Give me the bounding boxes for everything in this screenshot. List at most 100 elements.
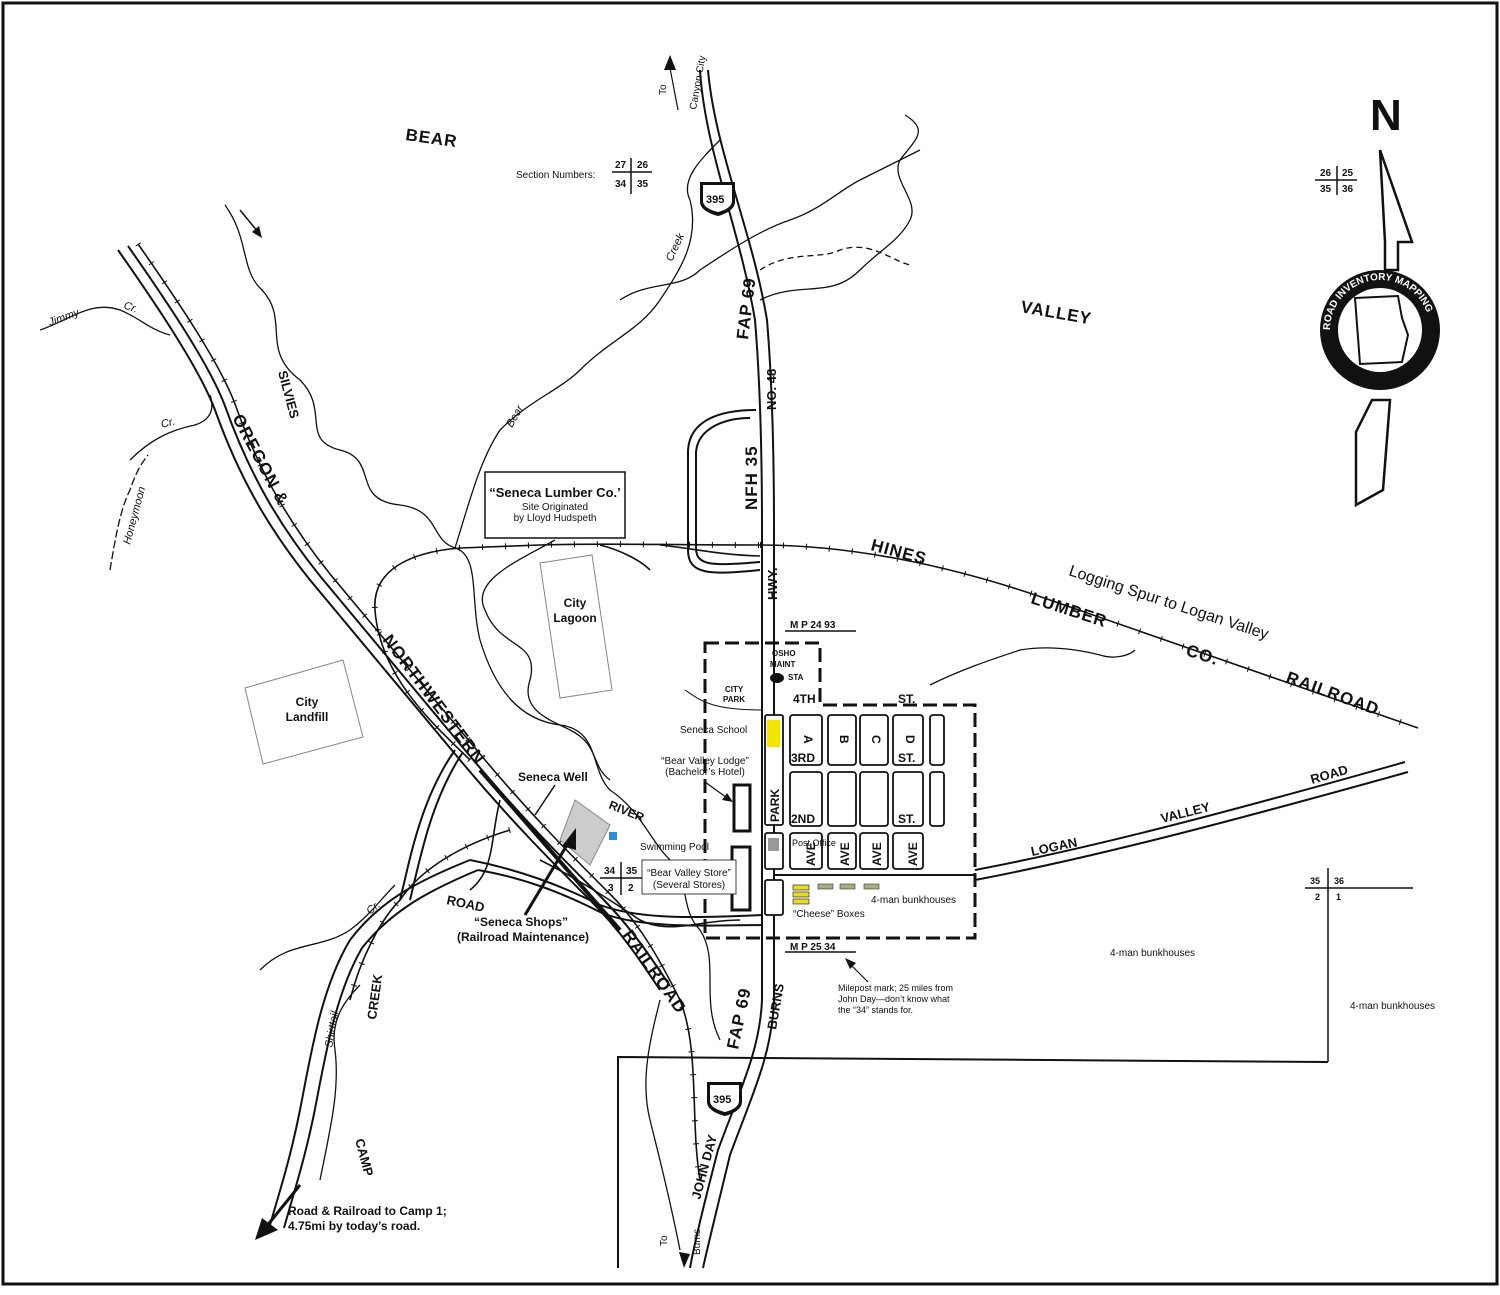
- camp-note-1: Road & Railroad to Camp 1;: [288, 1204, 447, 1218]
- section-b-1: 1: [1336, 892, 1341, 902]
- railroad-e-label: RAILROAD: [1284, 668, 1382, 719]
- block-b1: [827, 714, 857, 766]
- no-48-label: NO. 48: [764, 369, 779, 410]
- east-creek: [929, 647, 1136, 686]
- shield-bottom-number: 395: [713, 1094, 731, 1106]
- bunkhouse: [839, 883, 856, 890]
- section-line: [617, 1055, 1329, 1268]
- to-canyon-to: To: [658, 84, 669, 95]
- milepost-note-1: Milepost mark; 25 miles from: [838, 983, 953, 993]
- street-d: D: [903, 735, 917, 744]
- mp-north-label: M P 24 93: [790, 620, 836, 631]
- seneca-shops-1: “Seneca Shops”: [474, 915, 568, 929]
- section-a-35: 35: [626, 866, 638, 877]
- loop-road-1: [399, 749, 456, 901]
- side-loop-road: [687, 409, 761, 574]
- nfh-35-label: NFH 35: [742, 445, 761, 510]
- bear-label: BEAR: [404, 125, 458, 151]
- spur-2: [659, 544, 761, 557]
- spur-1: [599, 544, 651, 571]
- camp-road-west: [269, 859, 471, 1226]
- jimmy-cr-label: Cr.: [122, 300, 140, 316]
- bear-valley-store-2: (Several Stores): [653, 880, 725, 891]
- bunkhouse: [863, 883, 880, 890]
- bunkhouses-label-1: 4-man bunkhouses: [871, 895, 956, 906]
- north-grid-35: 35: [1320, 184, 1332, 195]
- osho-building: [770, 673, 784, 683]
- to-burns-arrow: [679, 1252, 690, 1268]
- cheese-boxes: [792, 884, 810, 905]
- creek-label: CREEK: [364, 973, 385, 1021]
- shield-top-number: 395: [706, 194, 724, 206]
- street-park: PARK: [768, 789, 782, 822]
- seneca-shops-building: [559, 799, 611, 866]
- upper-creek-dashed: [759, 246, 911, 271]
- south-river: [645, 999, 681, 1251]
- cheese-box: [792, 891, 810, 898]
- creek-arrow-head: [252, 226, 262, 238]
- city-lagoon-box: [539, 554, 613, 699]
- city-park-1: CITY: [725, 685, 744, 694]
- section-a-34: 34: [604, 866, 616, 877]
- section-numbers-key: [612, 158, 652, 194]
- street-3rd: 3RD: [791, 751, 815, 765]
- seneca-lumber-line2: Site Originated: [522, 502, 588, 513]
- cheese-boxes-label: “Cheese” Boxes: [793, 909, 865, 920]
- jimmy-label: Jimmy: [46, 306, 82, 329]
- post-office-marker: [768, 838, 779, 851]
- city-lagoon-2: Lagoon: [553, 611, 596, 625]
- northwestern-label: NORTHWESTERN: [379, 631, 489, 768]
- seneca-lumber-line3: by Lloyd Hudspeth: [514, 513, 597, 524]
- john-day-label: JOHN DAY: [688, 1133, 720, 1201]
- oregon-label: OREGON &: [228, 411, 292, 509]
- camp-note-2: 4.75mi by today’s road.: [288, 1219, 420, 1233]
- bear-creek-bear-label: Bear: [504, 402, 527, 429]
- street-2nd: 2ND: [791, 812, 815, 826]
- highway-395-east-edge: [702, 69, 775, 1269]
- street-b: B: [837, 735, 851, 744]
- north-grid-26: 26: [1320, 168, 1332, 179]
- osho-1: OSHO: [772, 649, 796, 658]
- section-cross-b: [1305, 868, 1413, 1062]
- wye-1: [469, 799, 501, 891]
- block-b3: [827, 832, 857, 870]
- street-ave-3: AVE: [870, 842, 884, 866]
- town-blocks: [730, 714, 945, 916]
- silvies-label: SILVIES: [275, 369, 302, 420]
- block-c3: [859, 832, 889, 870]
- north-grid-36: 36: [1342, 184, 1354, 195]
- seneca-shops-2: (Railroad Maintenance): [457, 930, 589, 944]
- block-d2: [892, 771, 924, 827]
- seneca-school-label: Seneca School: [680, 725, 747, 736]
- street-4th: 4TH: [793, 692, 816, 706]
- lumber-label: LUMBER: [1029, 589, 1110, 631]
- north-grid: [1315, 166, 1357, 195]
- section-27: 27: [615, 160, 627, 171]
- creek-arrow: [239, 209, 259, 233]
- bear-valley-store-1: “Bear Valley Store”: [647, 868, 731, 879]
- milepost-note-2: John Day—don’t know what: [838, 994, 950, 1004]
- camp-arrow-head: [255, 1218, 278, 1240]
- bear-creek: [454, 139, 721, 549]
- bear-valley-lodge-1: “Bear Valley Lodge”: [661, 756, 749, 767]
- bunkhouses-label-3: 4-man bunkhouses: [1350, 1001, 1435, 1012]
- fap-69-south-label: FAP 69: [723, 986, 755, 1051]
- seneca-well-marker: [609, 832, 617, 840]
- section-26: 26: [637, 160, 649, 171]
- osho-2: MAINT: [770, 660, 795, 669]
- hwy-label: HWY.: [765, 568, 780, 601]
- block-c1: [859, 714, 889, 766]
- section-numbers-label: Section Numbers:: [516, 170, 595, 181]
- oregon-northwestern: [117, 242, 703, 1181]
- valley-label: VALLEY: [1019, 297, 1093, 328]
- north-letter: N: [1370, 91, 1402, 140]
- honeymoon-creek: [129, 394, 213, 461]
- shops-track: [478, 768, 622, 932]
- logan-label: LOGAN: [1030, 835, 1079, 859]
- well-pointer: [534, 784, 556, 816]
- oregon-outline-icon: [1353, 294, 1410, 366]
- shirttail-creek: [319, 984, 361, 1181]
